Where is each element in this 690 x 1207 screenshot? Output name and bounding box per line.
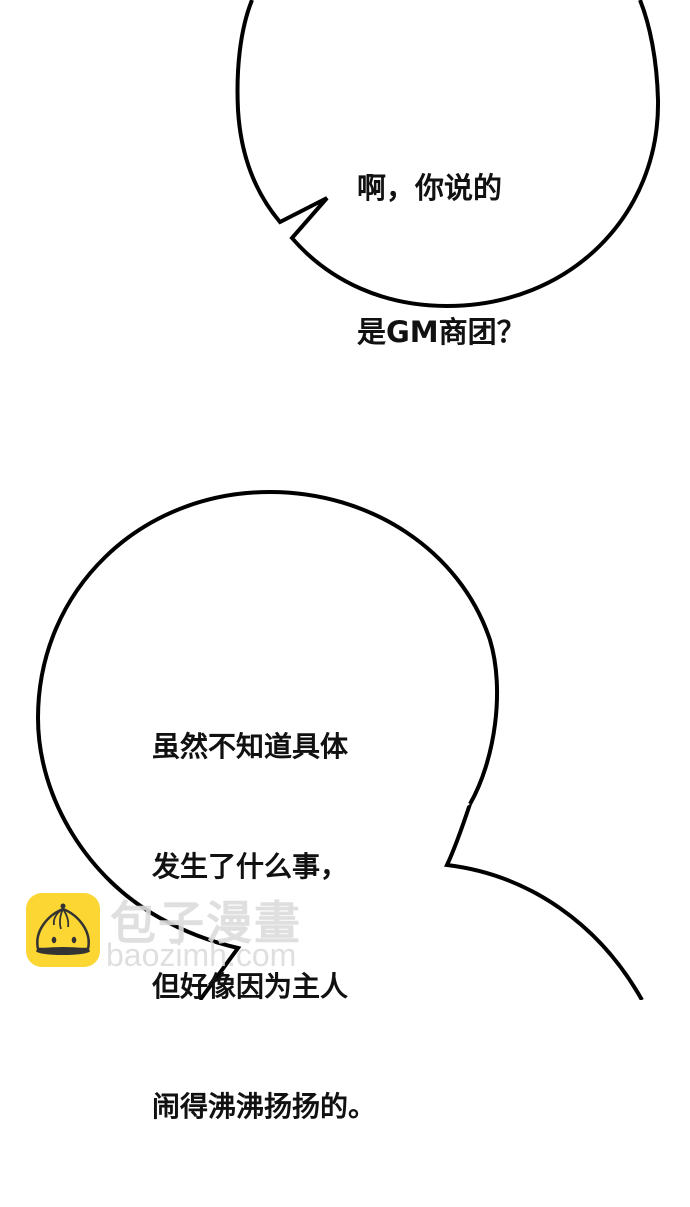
watermark-site-name: 包子漫畫 — [110, 896, 302, 950]
bottom-right-speech-bubble-outline — [444, 803, 644, 1000]
dialogue-line: 发生了什么事， — [152, 850, 349, 883]
site-watermark: 包子漫畫 baozimh.com — [26, 893, 326, 978]
top-bubble-dialogue: 啊，你说的 是GM商团？ — [357, 68, 526, 452]
dialogue-line: 闹得沸沸扬扬的。 — [152, 1090, 377, 1123]
dialogue-line: 虽然不知道具体 — [152, 730, 349, 763]
dialogue-line: 啊，你说的 — [357, 171, 503, 205]
dialogue-line: 但好像因为主人 — [152, 970, 349, 1003]
top-speech-bubble-outline — [235, 0, 661, 309]
comic-panel: 啊，你说的 是GM商团？ 虽然不知道具体 发生了什么事， 但好像因为主人 闹得沸… — [26, 0, 661, 1123]
steamed-bun-icon — [26, 893, 100, 967]
dialogue-line: 是GM商团？ — [357, 315, 526, 349]
speech-bubbles-layer — [35, 0, 661, 1000]
bottom-left-speech-bubble-outline — [35, 489, 499, 1000]
watermark-domain: baozimh.com — [106, 937, 297, 973]
